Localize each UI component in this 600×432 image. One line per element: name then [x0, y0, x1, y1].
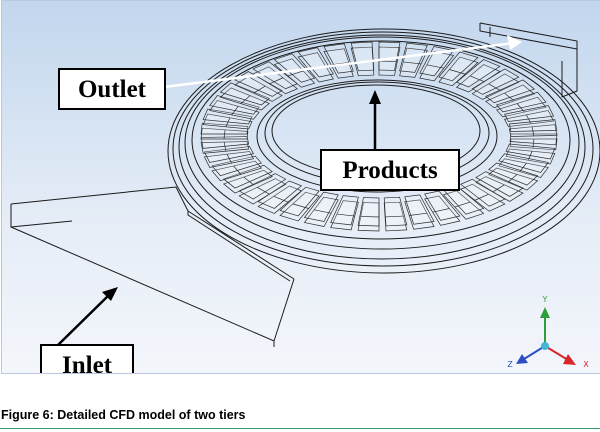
product-box [504, 110, 555, 127]
product-box-divider [409, 212, 427, 216]
product-box-divider [223, 141, 227, 152]
product-box [330, 195, 359, 226]
product-box-divider [469, 75, 485, 83]
product-box [460, 178, 506, 207]
product-box-divider [225, 117, 231, 127]
product-box-divider [240, 95, 251, 104]
product-box-divider [314, 209, 332, 214]
product-box [378, 41, 401, 71]
product-box [485, 79, 536, 104]
axis-label-z: Z [507, 360, 513, 369]
product-box [475, 171, 524, 197]
product-box [471, 68, 520, 95]
product-box [303, 191, 339, 222]
product-box-divider [273, 195, 289, 203]
product-box [404, 194, 435, 225]
product-box [257, 180, 303, 209]
product-box-divider [253, 85, 266, 94]
callout-arrows [57, 35, 522, 346]
product-box [202, 108, 253, 125]
product-box [257, 185, 303, 214]
product-box [323, 48, 354, 79]
product-box [455, 64, 501, 93]
product-box [424, 190, 461, 221]
product-box-divider [226, 154, 232, 164]
product-box-divider [426, 64, 444, 69]
outlet-label: Outlet [58, 68, 166, 110]
product-box-divider [531, 126, 535, 137]
product-box [419, 51, 455, 82]
product-box [505, 148, 556, 165]
axis-label-x: X [583, 360, 589, 369]
product-box-divider [336, 213, 355, 217]
product-box [505, 143, 556, 160]
product-box [498, 153, 549, 173]
product-box [419, 46, 455, 77]
product-box-divider [243, 176, 254, 186]
product-box [485, 84, 536, 109]
inlet-label: Inlet [40, 344, 134, 373]
product-box [350, 41, 375, 72]
product-box-divider [492, 184, 505, 193]
product-box [498, 158, 549, 178]
product-box-divider [378, 60, 398, 62]
product-box [399, 42, 428, 73]
product-box [209, 95, 260, 115]
product-box-divider [233, 165, 242, 175]
product-box-divider [504, 92, 515, 102]
axis-label-y: Y [542, 295, 548, 304]
product-box [202, 113, 253, 130]
product-box [488, 162, 539, 186]
product-box [495, 96, 547, 118]
product-box [508, 119, 558, 132]
product-box-divider [257, 186, 270, 195]
product-box [238, 173, 287, 200]
product-box [203, 146, 254, 163]
product-box [404, 199, 435, 230]
product-box [438, 51, 479, 82]
cfd-model-drawing: Y X Z [10, 22, 600, 369]
inlet-duct [10, 186, 295, 347]
product-box [200, 122, 249, 135]
caption-divider [0, 428, 600, 429]
product-box-divider [360, 216, 380, 218]
figure-caption: Figure 6: Detailed CFD model of two tier… [1, 408, 246, 422]
outlet-duct [479, 22, 578, 98]
product-box [383, 196, 408, 227]
product-box [495, 91, 547, 113]
product-box-divider [231, 106, 239, 116]
product-box [455, 59, 501, 88]
cfd-model-viewport: Y X Z Outlet Products Inlet [1, 0, 600, 374]
product-boxes-ring [200, 41, 558, 232]
product-box [211, 155, 263, 177]
product-box-divider [507, 174, 518, 183]
product-box [357, 197, 380, 227]
product-box [209, 100, 260, 120]
product-box [509, 133, 558, 146]
product-box [442, 190, 485, 220]
product-box-divider [488, 83, 501, 92]
product-box [203, 151, 254, 168]
product-box [273, 58, 316, 88]
product-box-divider [474, 193, 489, 201]
product-box-divider [223, 129, 226, 140]
product-box [219, 87, 270, 111]
product-box-divider [292, 203, 309, 209]
product-box-divider [385, 215, 404, 218]
product-box [222, 164, 273, 189]
product-box-divider [454, 201, 471, 208]
product-box-divider [432, 208, 450, 213]
product-box-divider [287, 70, 304, 77]
product-box-divider [269, 77, 284, 85]
product-box [438, 56, 479, 87]
product-box-divider [403, 61, 422, 65]
product-box [504, 105, 555, 122]
product-box [219, 82, 270, 106]
product-box [279, 186, 320, 217]
axis-triad-icon: Y X Z [507, 295, 589, 369]
product-box-divider [449, 69, 466, 75]
products-label: Products [320, 149, 460, 191]
